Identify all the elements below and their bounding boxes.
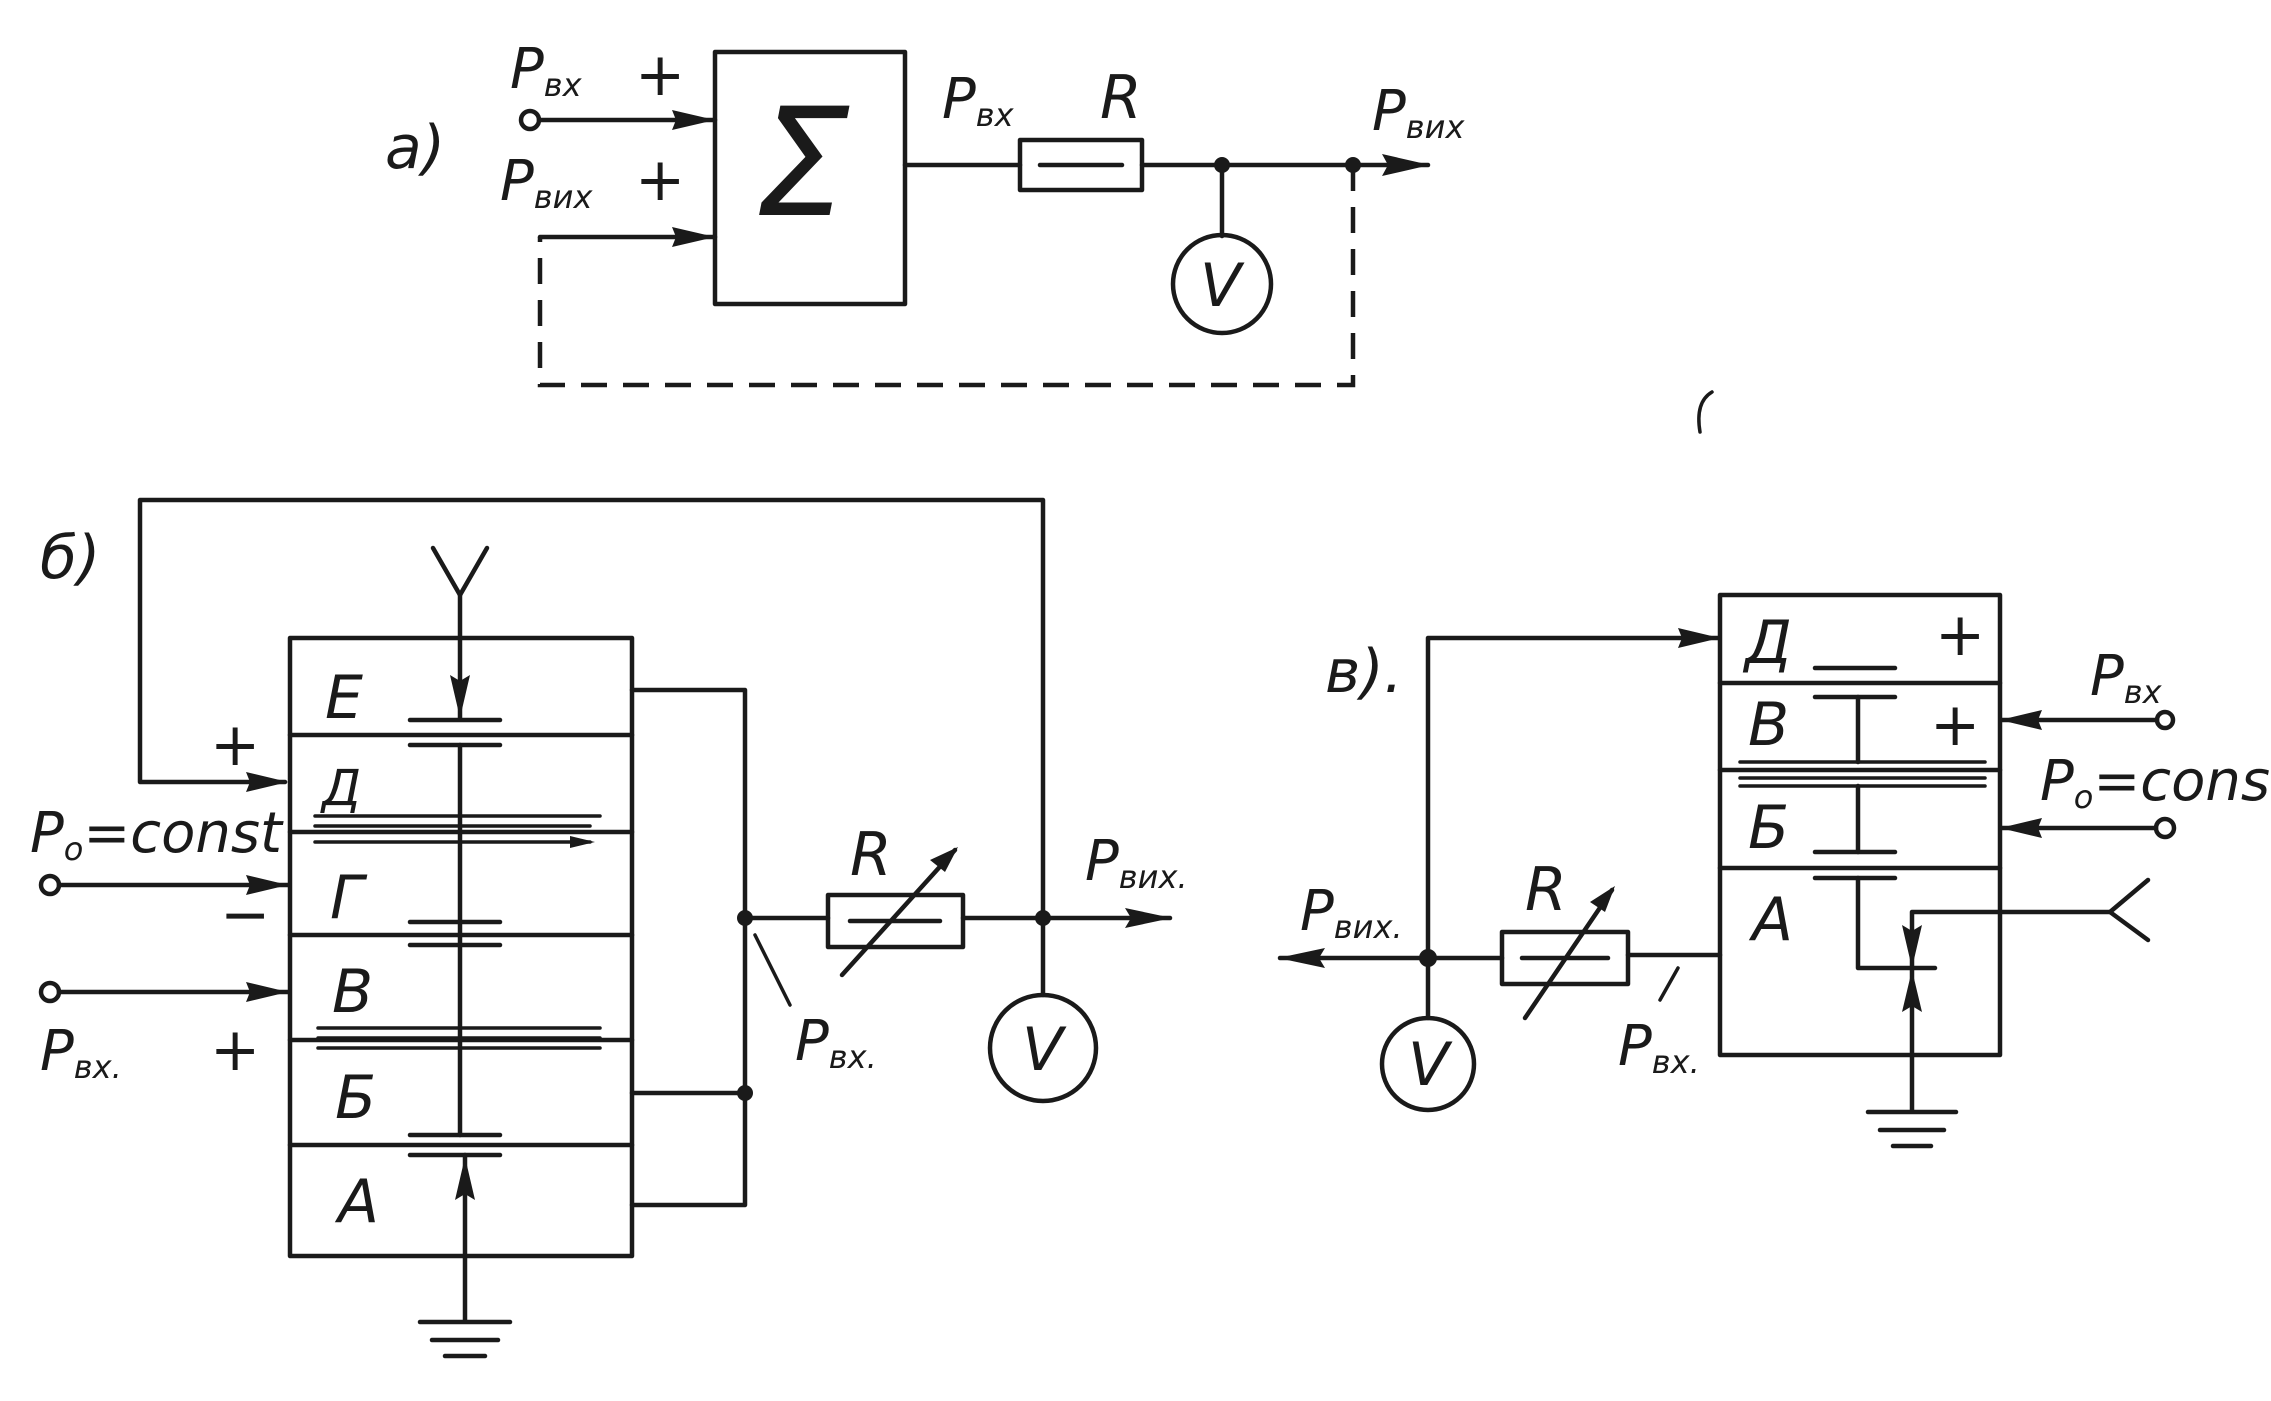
- chamber-c-B: Б: [1748, 793, 1789, 863]
- arrow-to-D-c: [1678, 628, 1720, 648]
- supply-fork-b: [430, 545, 490, 598]
- meter-c-label: V: [1408, 1030, 1453, 1100]
- panel-b: б): [30, 497, 1188, 1359]
- arrow-pin-b: [246, 982, 288, 1002]
- resistor-c-adjust-arrow: [1590, 886, 1615, 912]
- label-pin-top: Pвх: [510, 37, 583, 104]
- arrow-bottom: [672, 227, 715, 247]
- membrane-b1-tick: [570, 836, 595, 848]
- supply-arrow-c: [1902, 925, 1922, 968]
- port-p0-c: [2153, 816, 2177, 840]
- chamber-c-D: Д: [1742, 608, 1792, 678]
- chamber-G: Г: [330, 863, 368, 933]
- arrow-p0-b: [246, 875, 288, 895]
- sign-plus-c1: +: [1935, 600, 1985, 670]
- resistor-b: [825, 892, 966, 950]
- label-p0-c: Po=const: [2040, 749, 2271, 816]
- label-pout-c: Pвих.: [1300, 879, 1403, 946]
- panel-c-label: в).: [1325, 637, 1403, 707]
- panel-a-label: а): [385, 113, 445, 183]
- sign-plus-top: +: [635, 40, 685, 110]
- supply-line-c: [1909, 909, 2113, 971]
- arrow-top: [672, 110, 715, 130]
- output-arrow-a: [1382, 154, 1430, 176]
- pin-pointer-c: [1658, 966, 1680, 1002]
- resistor-b-label: R: [850, 820, 892, 890]
- resistor-c-label: R: [1525, 855, 1567, 925]
- sign-plus-D: +: [210, 710, 260, 780]
- supply-fork-c: [2107, 877, 2151, 943]
- meter-a: [1170, 232, 1274, 336]
- sign-plus-c2: +: [1930, 690, 1980, 760]
- exhaust-arrow-c: [1902, 970, 1922, 1012]
- sign-plus-bottom: +: [635, 145, 685, 215]
- arrow-pin-c: [2000, 710, 2042, 730]
- label-pin-mid: Pвх: [942, 67, 1015, 134]
- chamber-E: Е: [325, 663, 363, 733]
- meter-b-label: V: [1022, 1015, 1067, 1085]
- exhaust-arrow-b: [455, 1157, 475, 1200]
- chamber-A: А: [334, 1167, 379, 1237]
- arrow-to-D: [246, 772, 288, 792]
- label-pin2-c: Pвх.: [1618, 1014, 1700, 1081]
- label-pin-c: Pвх: [2090, 644, 2163, 711]
- label-pout-b: Pвих.: [1085, 829, 1188, 896]
- chamber-c-A: А: [1748, 885, 1793, 955]
- pin-pointer-b: [753, 933, 792, 1007]
- label-pin-b: Pвх.: [40, 1019, 122, 1086]
- junction-b2: [737, 1085, 753, 1101]
- feedback-frame-b: [137, 497, 1046, 918]
- port-pin-b: [38, 980, 62, 1004]
- sign-minus-G: −: [220, 880, 270, 950]
- chamber-B: Б: [335, 1063, 376, 1133]
- resistor-a-label: R: [1100, 63, 1142, 133]
- label-pout-feedback: Pвих: [500, 149, 593, 216]
- chamber-D: Д: [320, 759, 361, 817]
- resistor-b-adjust: [839, 847, 958, 978]
- port-p0-b: [38, 873, 62, 897]
- label-pout-a: Pвих: [1372, 79, 1465, 146]
- feedback-loop-a: [537, 165, 1356, 388]
- feedback-line-c: [1425, 635, 1721, 958]
- bus-right-b: [629, 687, 748, 1208]
- sum-symbol: Σ: [755, 77, 850, 251]
- output-arrow-c: [1278, 948, 1325, 968]
- meter-a-label: V: [1200, 251, 1245, 321]
- label-pin2-b: Pвх.: [795, 1009, 877, 1076]
- summator-block: [712, 49, 908, 307]
- stray-mark: [1697, 390, 1714, 434]
- meter-c: [1379, 1015, 1477, 1113]
- input-port-top: [518, 108, 542, 132]
- panel-b-label: б): [40, 523, 100, 593]
- chamber-V: В: [332, 957, 373, 1027]
- rod-c-lower: [1855, 875, 1938, 971]
- meter-b: [987, 992, 1099, 1104]
- panel-c: в). Д В Б А + + Pвх Po=const: [1277, 592, 2271, 1149]
- arrow-p0-c: [2000, 818, 2042, 838]
- sign-plus-V: +: [210, 1015, 260, 1085]
- port-pin-c: [2154, 709, 2176, 731]
- panel-a: а) Pвх + Pвих + Σ Pвх R Pвих V: [385, 37, 1465, 388]
- resistor-c-adjust: [1522, 887, 1615, 1021]
- relay-column-c: [1717, 592, 2003, 1058]
- label-p0-b: Po=const: [30, 801, 284, 868]
- chamber-c-V: В: [1748, 690, 1789, 760]
- resistor-b-adjust-arrow: [930, 847, 958, 872]
- supply-arrow-b: [450, 675, 470, 718]
- output-arrow-b: [1125, 908, 1172, 928]
